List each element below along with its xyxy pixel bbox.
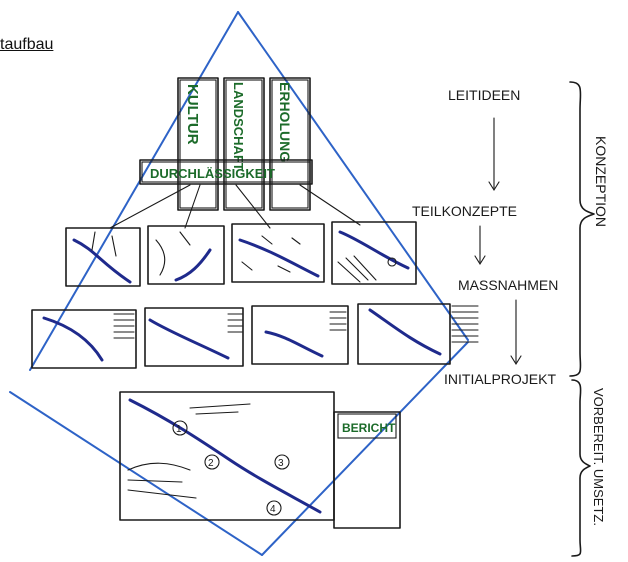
teilkonzept-box-3 (231, 223, 325, 283)
massnahme-box-2 (144, 307, 244, 367)
level-labels: LEITIDEEN TEILKONZEPTE MASSNAHMEN INITIA… (412, 87, 558, 387)
pillar-landschaft: LANDSCHAFT (223, 77, 265, 211)
level-leitideen: LEITIDEEN (448, 87, 520, 103)
pillar-kultur: KULTUR (177, 77, 219, 211)
marker-1: 1 (176, 424, 182, 435)
pillar-erholung: ERHOLUNG (269, 77, 311, 211)
side-label-umsetzung: VORBEREIT. UMSETZ. (591, 388, 606, 526)
initialprojekt-sheet: 1 2 3 4 (119, 391, 335, 521)
pillar-label-kultur: KULTUR (184, 84, 201, 145)
massnahme-box-1 (31, 309, 137, 369)
massnahmen-row (31, 303, 479, 369)
bar-durchlaessigkeit: DURCHLÄSSIGKEIT (139, 159, 313, 185)
teilkonzept-box-2 (147, 225, 225, 285)
connector-lines (109, 184, 361, 229)
bericht-document: BERICHT (333, 411, 401, 529)
marker-4: 4 (270, 504, 276, 515)
side-bracket-konzeption: KONZEPTION (569, 81, 609, 377)
bericht-label: BERICHT (342, 421, 396, 435)
page-title: taufbau (0, 36, 54, 53)
bar-label: DURCHLÄSSIGKEIT (150, 166, 275, 181)
massnahme-box-4 (357, 303, 479, 365)
pillar-label-landschaft: LANDSCHAFT (231, 82, 246, 171)
pillar-label-erholung: ERHOLUNG (277, 82, 293, 162)
massnahme-box-3 (251, 305, 349, 365)
level-massnahmen: MASSNAHMEN (458, 277, 558, 293)
side-label-konzeption: KONZEPTION (593, 136, 609, 227)
marker-3: 3 (278, 458, 284, 469)
teilkonzepte-row (65, 221, 417, 287)
marker-2: 2 (208, 458, 214, 469)
level-teilkonzepte: TEILKONZEPTE (412, 203, 517, 219)
side-bracket-umsetzung: VORBEREIT. UMSETZ. (571, 379, 606, 557)
level-initialprojekt: INITIALPROJEKT (444, 371, 556, 387)
teilkonzept-box-4 (331, 221, 417, 285)
teilkonzept-box-1 (65, 227, 141, 287)
